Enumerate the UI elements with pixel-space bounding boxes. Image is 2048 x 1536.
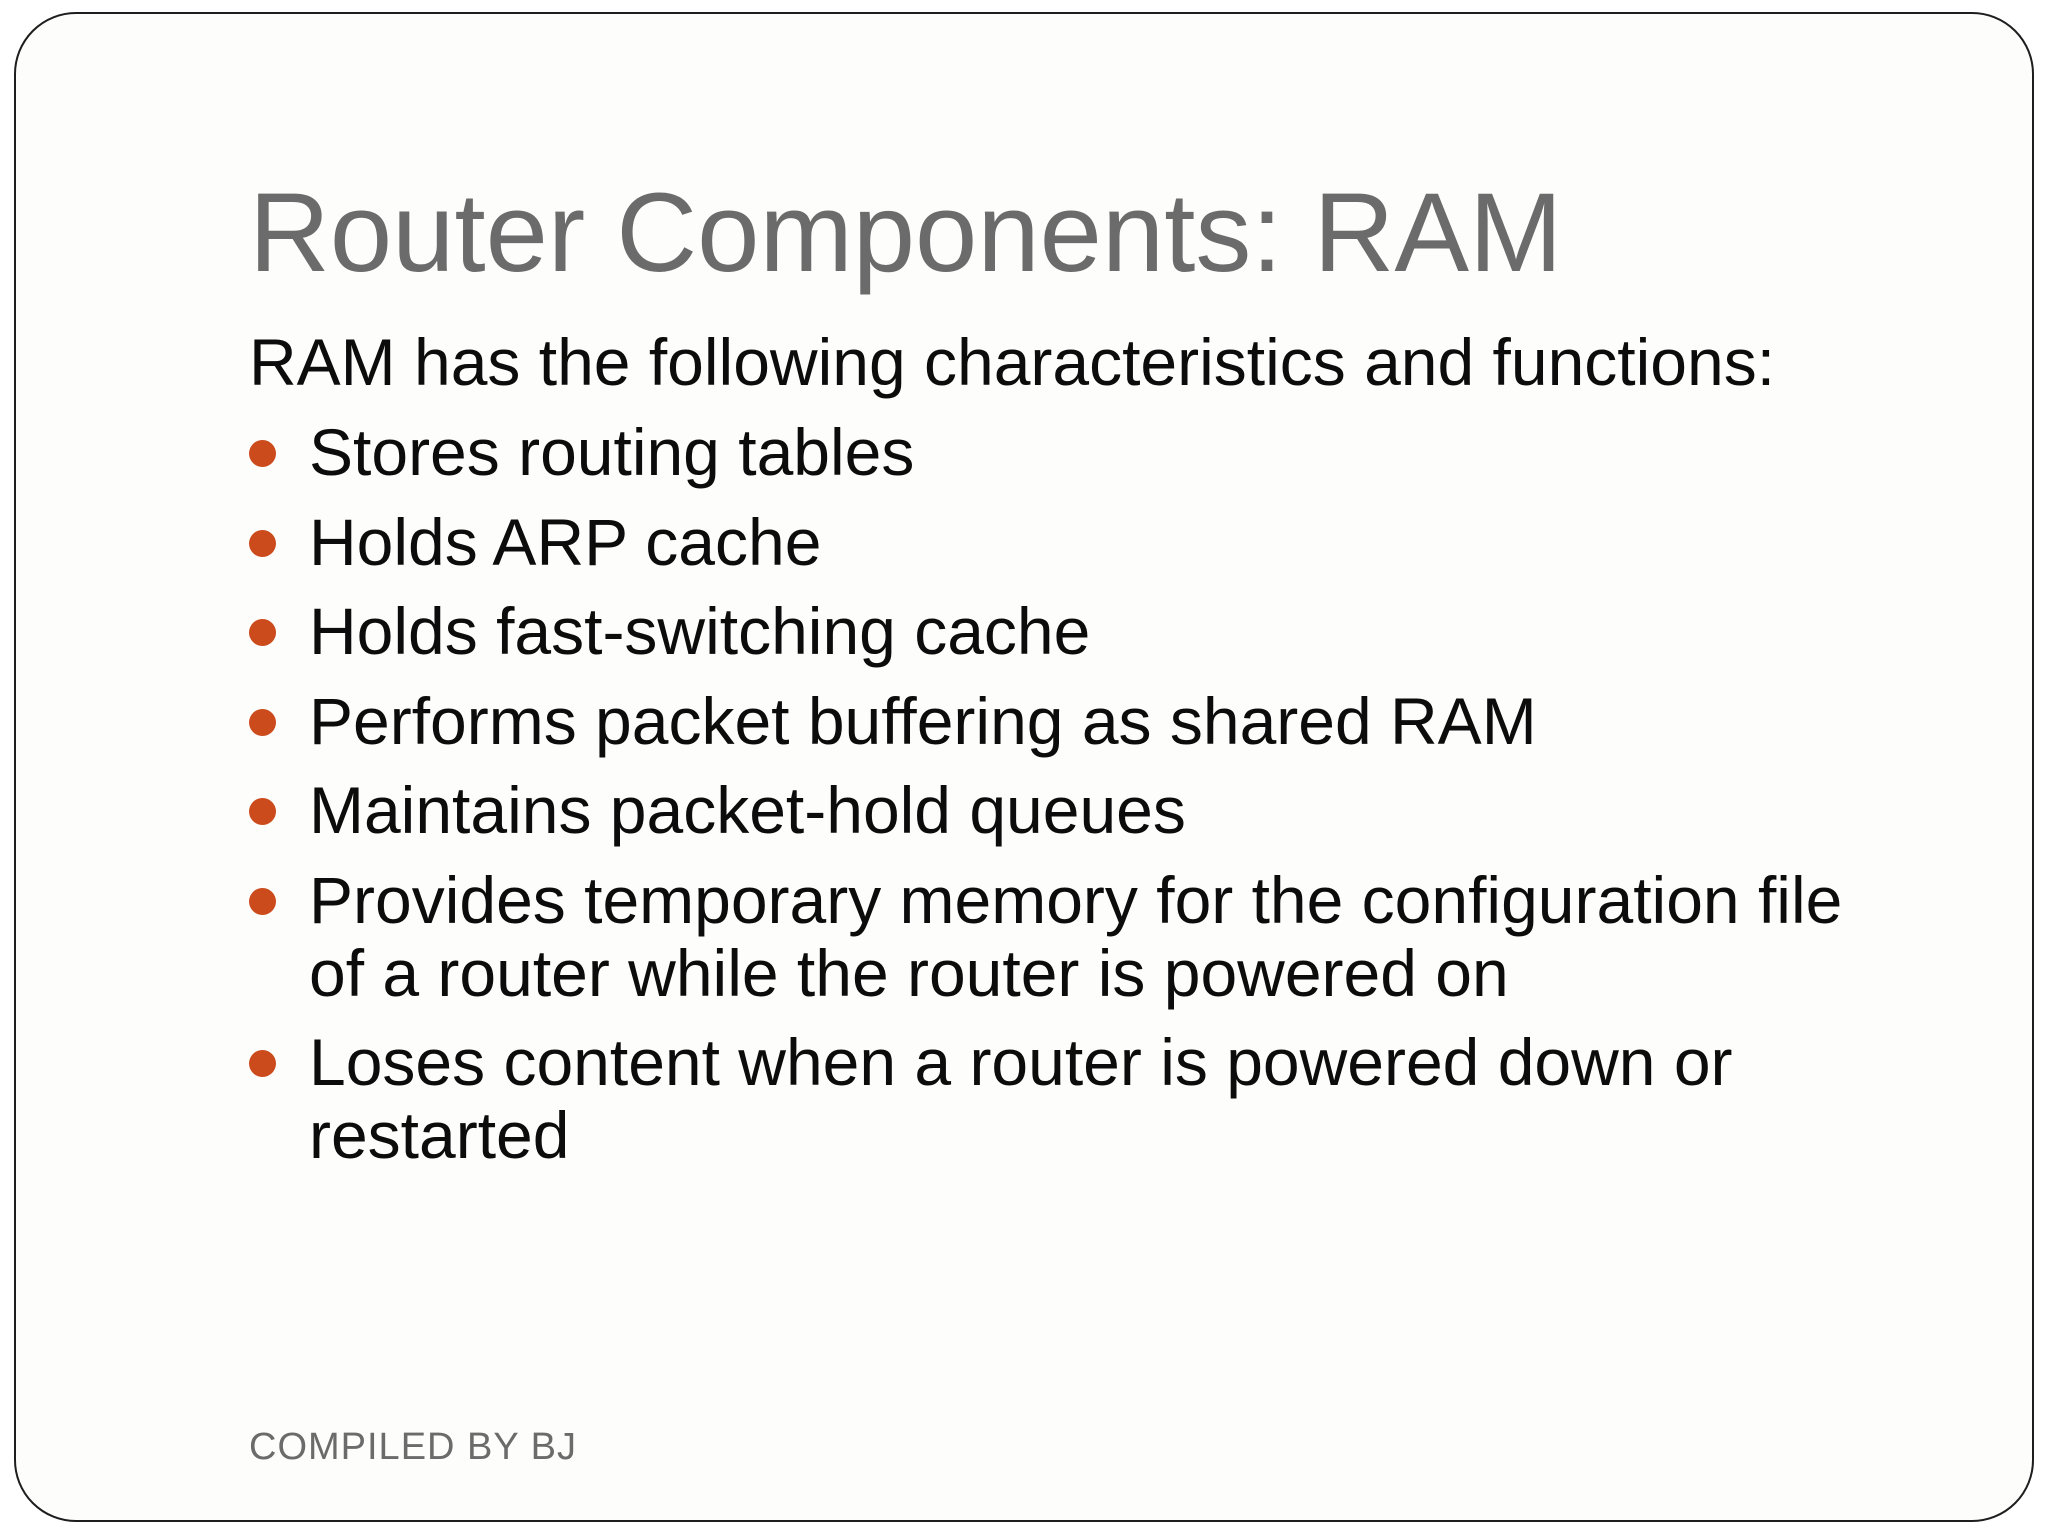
bullet-item-text: Stores routing tables [309,414,915,489]
slide-frame: Router Components: RAM RAM has the follo… [14,12,2034,1522]
bullet-item: Maintains packet-hold queues [249,774,1884,847]
bullet-item-text: Maintains packet-hold queues [309,773,1186,848]
bullet-item-text: Holds fast-switching cache [309,594,1091,669]
bullet-item-text: Provides temporary memory for the config… [309,862,1843,1010]
bullet-list: Stores routing tables Holds ARP cache Ho… [249,416,1884,1171]
bullet-dot-icon [249,619,276,647]
slide-content: Router Components: RAM RAM has the follo… [249,166,1879,1188]
bullet-dot-icon [249,887,276,915]
bullet-item: Provides temporary memory for the config… [249,864,1884,1009]
bullet-item: Loses content when a router is powered d… [249,1026,1884,1171]
bullet-dot-icon [249,1050,276,1078]
bullet-item: Performs packet buffering as shared RAM [249,685,1884,758]
footer-credit: COMPILED BY BJ [249,1426,577,1468]
bullet-dot-icon [249,529,276,557]
bullet-item-text: Performs packet buffering as shared RAM [309,683,1537,758]
bullet-item-text: Holds ARP cache [309,504,822,579]
bullet-item: Stores routing tables [249,416,1884,489]
bullet-item: Holds ARP cache [249,504,1884,579]
bullet-dot-icon [249,439,276,467]
bullet-dot-icon [249,708,276,736]
intro-text: RAM has the following characteristics an… [249,325,1776,400]
bullet-dot-icon [249,798,276,826]
bullet-item: Holds fast-switching cache [249,595,1884,668]
bullet-item-text: Loses content when a router is powered d… [309,1025,1733,1172]
page-title: Router Components: RAM [249,170,1563,295]
